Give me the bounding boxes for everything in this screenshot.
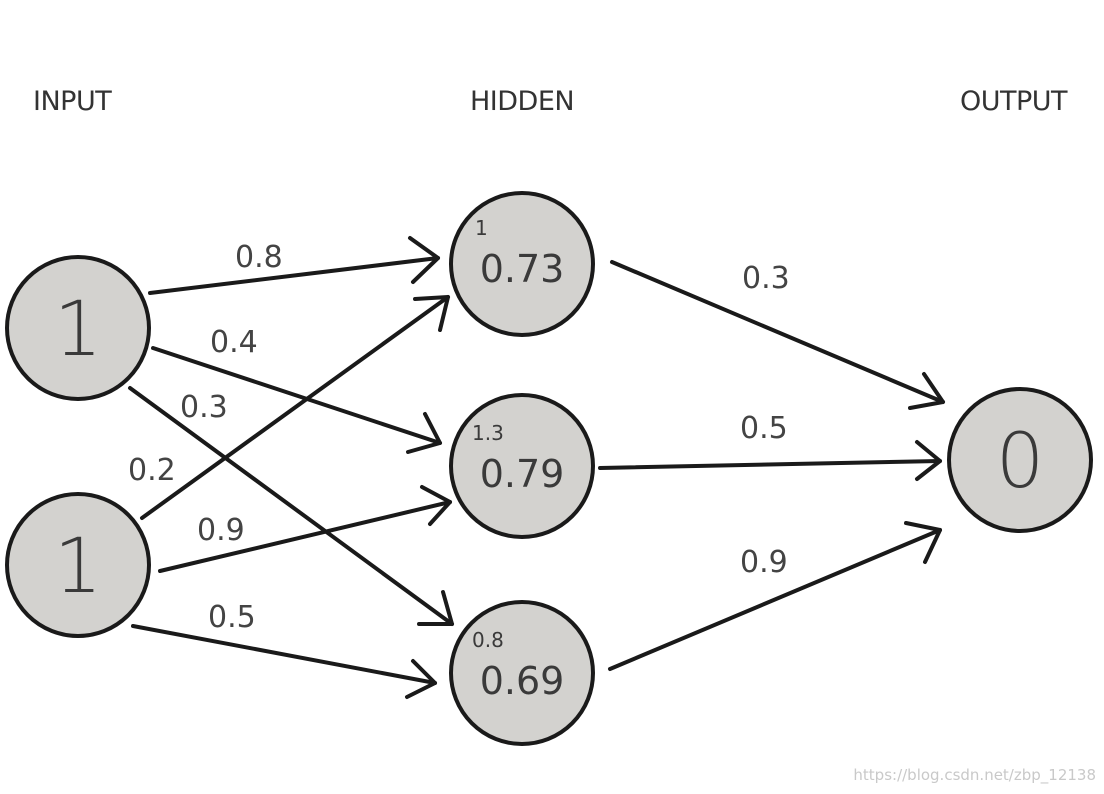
output-node: 0	[947, 387, 1093, 533]
hidden-node-3: 0.8 0.69	[449, 600, 595, 746]
input-node-2-value: 1	[54, 521, 102, 610]
edge-hidden1-output	[610, 260, 945, 410]
weight-label-in2-h1: 0.2	[128, 453, 176, 488]
hidden-node-1: 1 0.73	[449, 191, 595, 337]
weight-label-in2-h3: 0.5	[208, 600, 256, 635]
input-node-1-value: 1	[54, 284, 102, 373]
weight-label-h3-out: 0.9	[740, 545, 788, 580]
edge-input1-hidden1	[148, 236, 440, 295]
weight-label-h1-out: 0.3	[742, 261, 790, 296]
hidden-node-2-sum: 1.3	[472, 421, 504, 445]
weight-label-h2-out: 0.5	[740, 411, 788, 446]
hidden-node-2-value: 0.79	[480, 452, 565, 496]
hidden-node-2: 1.3 0.79	[449, 393, 595, 539]
output-node-value: 0	[996, 416, 1044, 505]
edge-input1-hidden2	[151, 346, 442, 454]
hidden-node-3-value: 0.69	[480, 659, 565, 703]
edge-input1-hidden3	[128, 386, 454, 626]
edge-hidden3-output	[608, 521, 942, 671]
hidden-node-3-sum: 0.8	[472, 628, 504, 652]
hidden-layer-label: HIDDEN	[470, 86, 574, 117]
watermark-text: https://blog.csdn.net/zbp_12138	[853, 766, 1096, 784]
hidden-node-1-value: 0.73	[480, 247, 565, 291]
hidden-node-1-sum: 1	[475, 216, 488, 240]
edge-input2-hidden3	[131, 624, 437, 699]
input-node-1: 1	[5, 255, 151, 401]
input-node-2: 1	[5, 492, 151, 638]
weight-label-in1-h3: 0.3	[180, 390, 228, 425]
weight-label-in2-h2: 0.9	[197, 513, 245, 548]
edge-input2-hidden1	[140, 295, 450, 520]
edge-hidden2-output	[598, 440, 942, 481]
edge-input2-hidden2	[158, 485, 452, 573]
input-layer-label: INPUT	[33, 86, 112, 117]
weight-label-in1-h2: 0.4	[210, 325, 258, 360]
weight-label-in1-h1: 0.8	[235, 240, 283, 275]
output-layer-label: OUTPUT	[960, 86, 1068, 117]
